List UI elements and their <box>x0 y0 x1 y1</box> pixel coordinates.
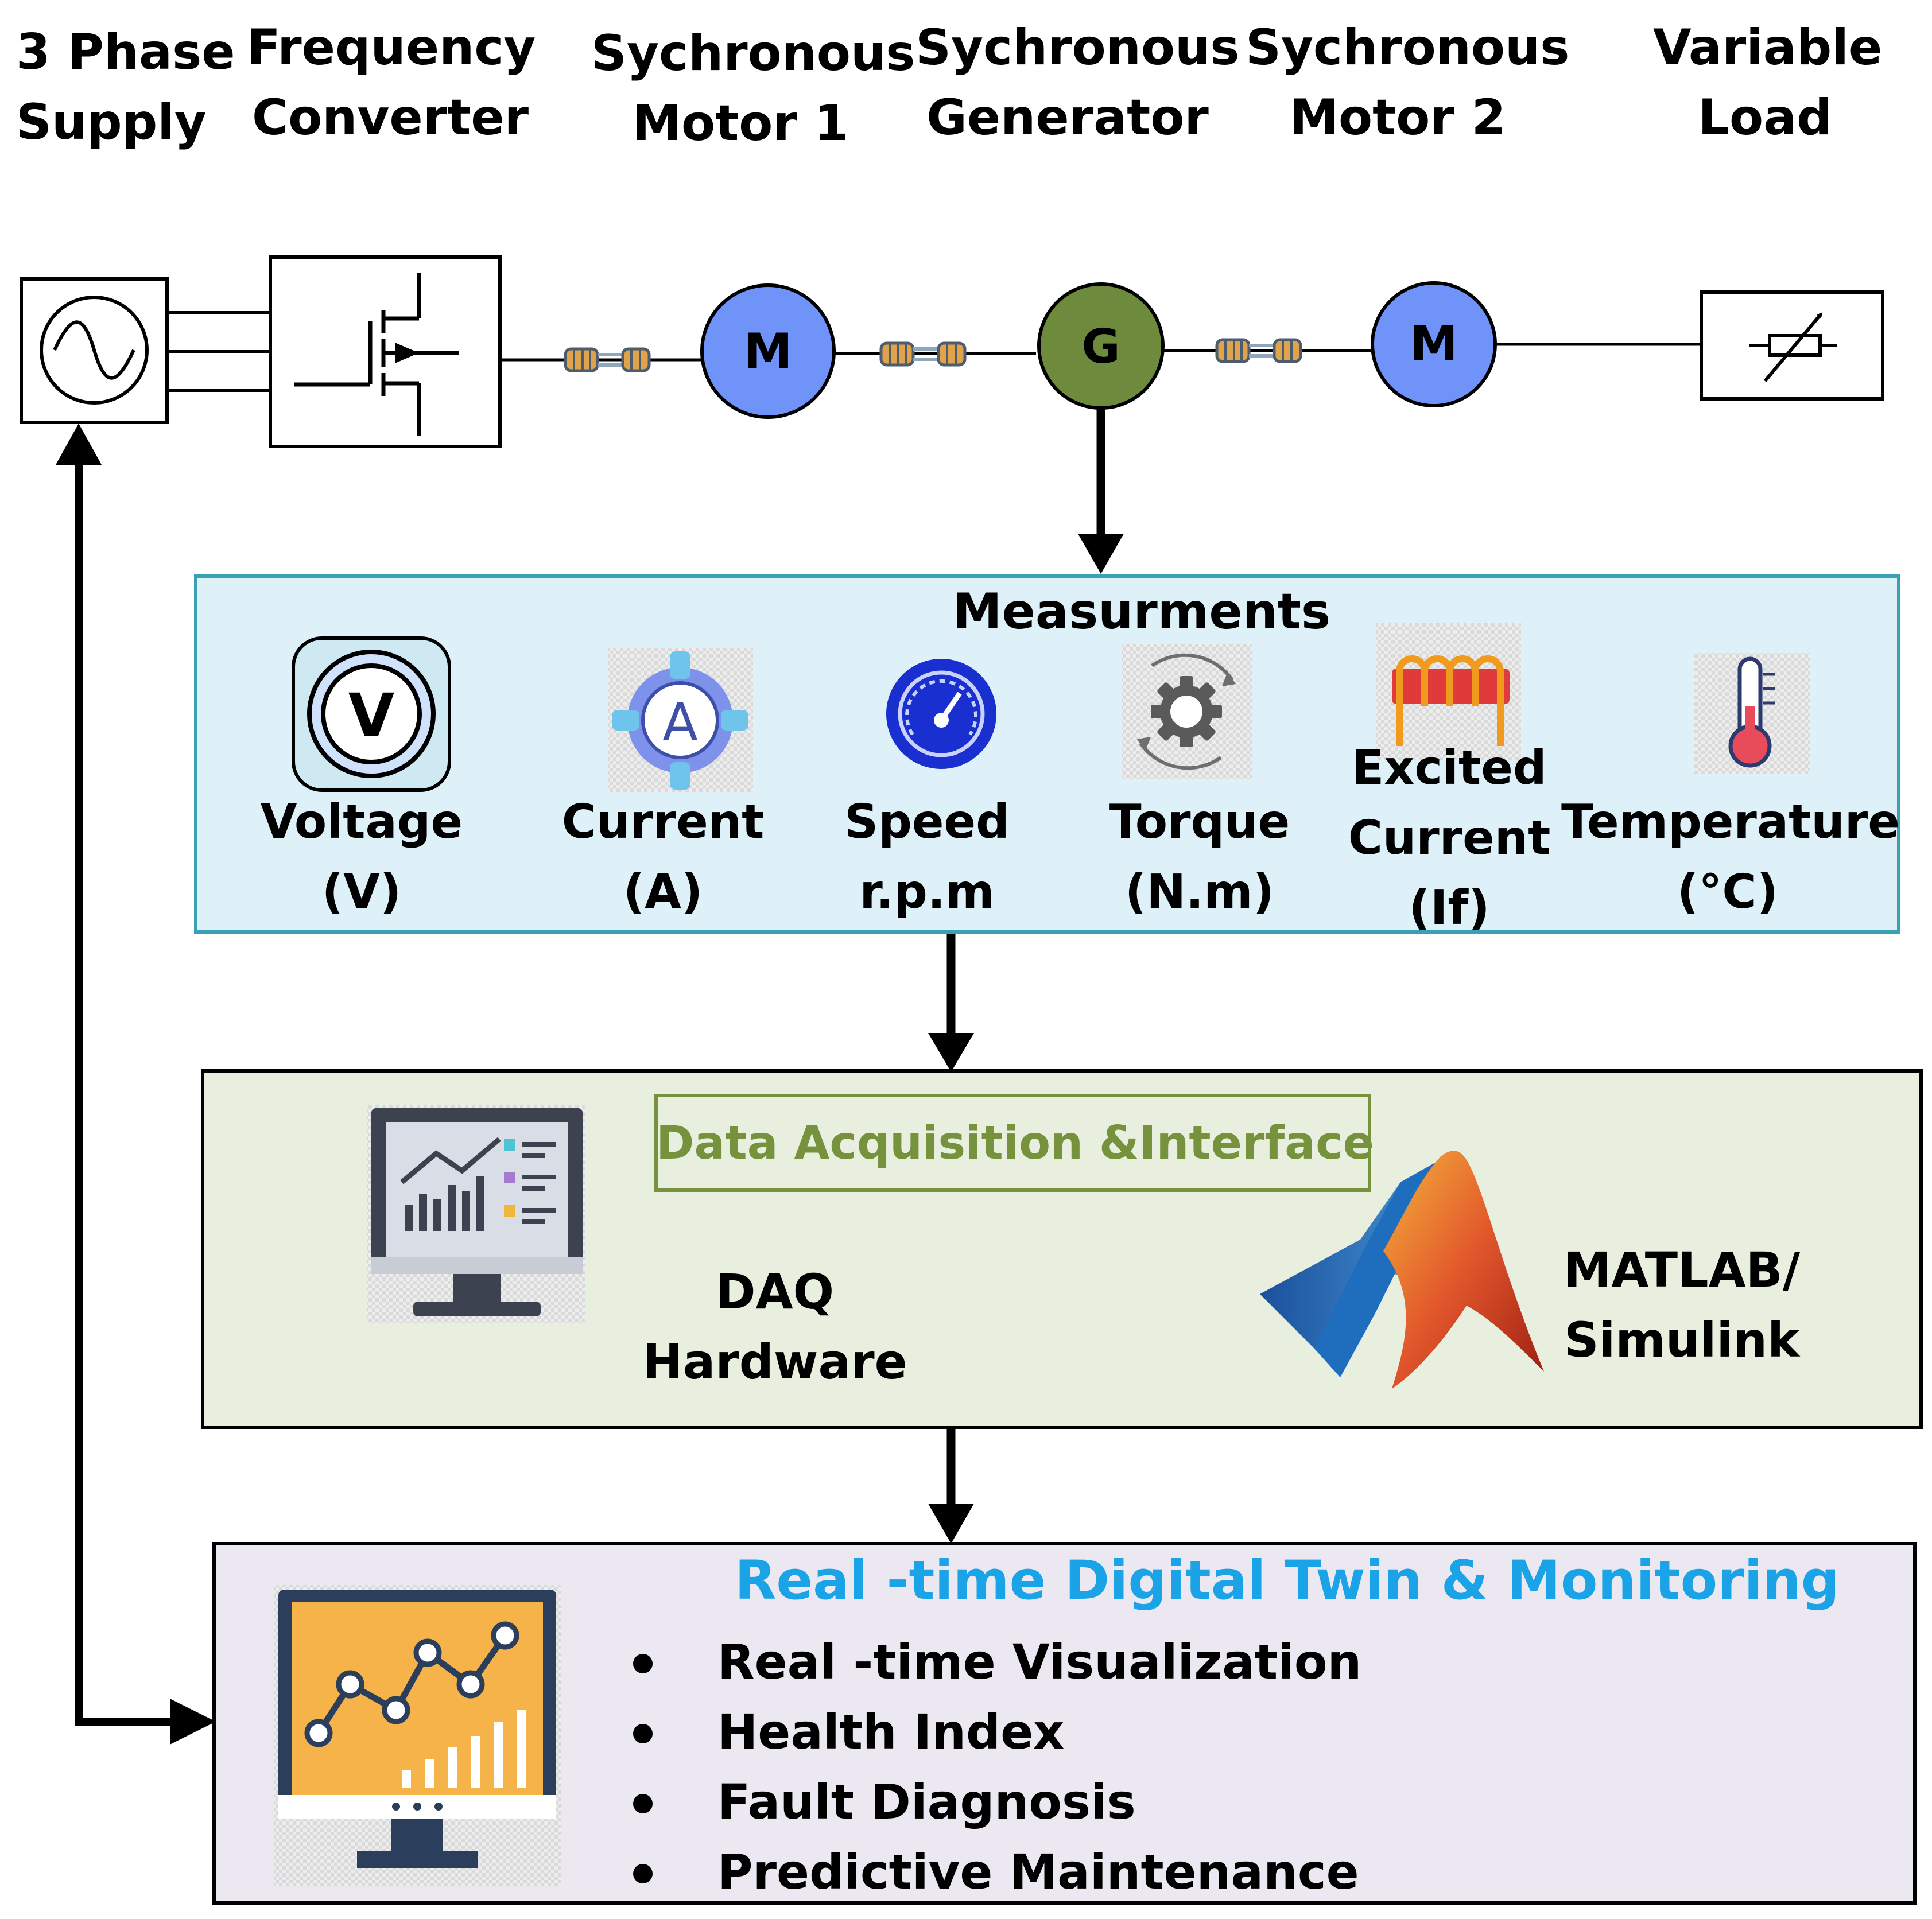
motor2-symbol: M <box>1371 281 1497 407</box>
generator-symbol-label: G <box>1081 320 1120 374</box>
bullet-text-visualization: Real -time Visualization <box>717 1634 1362 1690</box>
coupling-icon-1 <box>564 347 651 372</box>
ac-supply-symbol <box>20 277 169 424</box>
current-label-line1: Current <box>561 795 765 849</box>
monitor-dashboard-icon <box>367 1105 585 1323</box>
daq-title-box <box>654 1094 1371 1192</box>
ammeter-icon: A <box>608 648 753 792</box>
excited-current-label-line1: Excited <box>1352 741 1547 795</box>
speedometer-icon <box>886 659 996 769</box>
load-label-line2: Load <box>1698 89 1832 146</box>
bullet-text-health-index: Health Index <box>717 1704 1065 1760</box>
coupling-icon-2 <box>879 341 967 367</box>
motor2-symbol-label: M <box>1410 316 1458 372</box>
arrow-right-icon <box>170 1699 216 1745</box>
bullet-item-health-index: Health Index <box>626 1697 1361 1767</box>
torque-label: Torque (N.m) <box>1085 787 1314 927</box>
arrow-down-icon <box>928 1504 974 1544</box>
supply-label: 3 Phase Supply <box>16 17 235 157</box>
coupling-icon-3 <box>1215 338 1302 363</box>
variable-load-symbol <box>1700 290 1884 401</box>
current-label-line2: (A) <box>623 865 703 919</box>
bullet-item-visualization: Real -time Visualization <box>626 1627 1361 1697</box>
motor1-label-line2: Motor 1 <box>632 95 849 152</box>
temperature-label: Temperature (°C) <box>1561 787 1900 927</box>
bullet-item-predictive-maintenance: Predictive Maintenance <box>626 1837 1361 1907</box>
bullet-item-fault-diagnosis: Fault Diagnosis <box>626 1767 1361 1837</box>
speed-label-line2: r.p.m <box>859 865 995 919</box>
motor2-label: Sychronous Motor 2 <box>1246 13 1570 153</box>
motor1-label-line1: Sychronous <box>591 25 915 82</box>
variable-arrow-icon <box>1763 312 1823 382</box>
load-label: Variable Load <box>1653 13 1883 153</box>
generator-symbol: G <box>1037 282 1165 410</box>
shaft-lines <box>500 343 1701 362</box>
monitoring-bullet-list: Real -time Visualization Health Index Fa… <box>626 1627 1361 1907</box>
converter-label-line2: Converter <box>251 89 529 146</box>
generator-label-line1: Sychronous <box>915 19 1240 76</box>
bullet-text-predictive-maintenance: Predictive Maintenance <box>717 1844 1359 1900</box>
current-label: Current (A) <box>548 787 778 927</box>
measurements-panel <box>194 574 1900 934</box>
matlab-label: MATLAB/ Simulink <box>1538 1235 1825 1375</box>
matlab-label-line2: Simulink <box>1564 1312 1799 1368</box>
measurements-title: Measurments <box>953 583 1331 640</box>
analytics-monitor-icon <box>274 1585 561 1886</box>
speed-label: Speed r.p.m <box>812 787 1042 927</box>
motor2-label-line2: Motor 2 <box>1289 89 1506 146</box>
mosfet-arrow-icon <box>395 343 419 363</box>
excited-current-label-line3: (If) <box>1409 881 1490 935</box>
feedback-line <box>75 462 172 1726</box>
field-coil-icon <box>1376 623 1521 760</box>
gear-rotation-icon <box>1122 644 1252 779</box>
generator-label: Sychronous Generator <box>915 13 1240 153</box>
bullet-text-fault-diagnosis: Fault Diagnosis <box>717 1774 1136 1830</box>
motor1-symbol-label: M <box>743 323 793 380</box>
daq-hardware-line2: Hardware <box>642 1334 907 1390</box>
matlab-logo-icon <box>1260 1151 1544 1389</box>
load-label-line1: Variable <box>1653 19 1883 76</box>
matlab-label-line1: MATLAB/ <box>1563 1242 1801 1298</box>
speed-label-line1: Speed <box>844 795 1010 849</box>
voltage-label-line1: Voltage <box>260 795 463 849</box>
thermometer-icon <box>1694 653 1810 774</box>
arrow-up-icon <box>56 424 102 465</box>
motor2-label-line1: Sychronous <box>1246 19 1570 76</box>
arrow-down-icon <box>1078 534 1124 574</box>
motor1-symbol: M <box>700 283 836 419</box>
temperature-label-line1: Temperature <box>1561 795 1900 849</box>
voltage-label: Voltage (V) <box>247 787 476 927</box>
voltmeter-symbol: V <box>348 681 395 751</box>
supply-label-line2: Supply <box>16 94 207 151</box>
daq-hardware-line1: DAQ <box>715 1264 835 1320</box>
daq-title: Data Acquisition &Interface <box>656 1116 1374 1170</box>
three-phase-lines <box>167 311 270 392</box>
excited-current-label-line2: Current <box>1348 811 1551 865</box>
daq-hardware-label: DAQ Hardware <box>631 1257 918 1397</box>
arrow-down-icon <box>928 1033 974 1072</box>
monitoring-title: Real -time Digital Twin & Monitoring <box>735 1549 1840 1612</box>
temperature-label-line2: (°C) <box>1677 865 1779 919</box>
motor1-label: Sychronous Motor 1 <box>591 18 915 158</box>
converter-label: Frequency Converter <box>247 13 536 153</box>
supply-label-line1: 3 Phase <box>16 24 235 81</box>
torque-label-line2: (N.m) <box>1124 865 1275 919</box>
voltage-label-line2: (V) <box>321 865 402 919</box>
sine-wave-icon <box>53 320 135 380</box>
ammeter-symbol: A <box>662 693 698 753</box>
generator-label-line2: Generator <box>926 89 1209 146</box>
torque-label-line1: Torque <box>1109 795 1290 849</box>
voltmeter-icon: V <box>292 636 451 792</box>
frequency-converter-symbol <box>269 255 502 448</box>
converter-label-line1: Frequency <box>247 19 536 76</box>
excited-current-label: Excited Current (If) <box>1334 733 1564 943</box>
